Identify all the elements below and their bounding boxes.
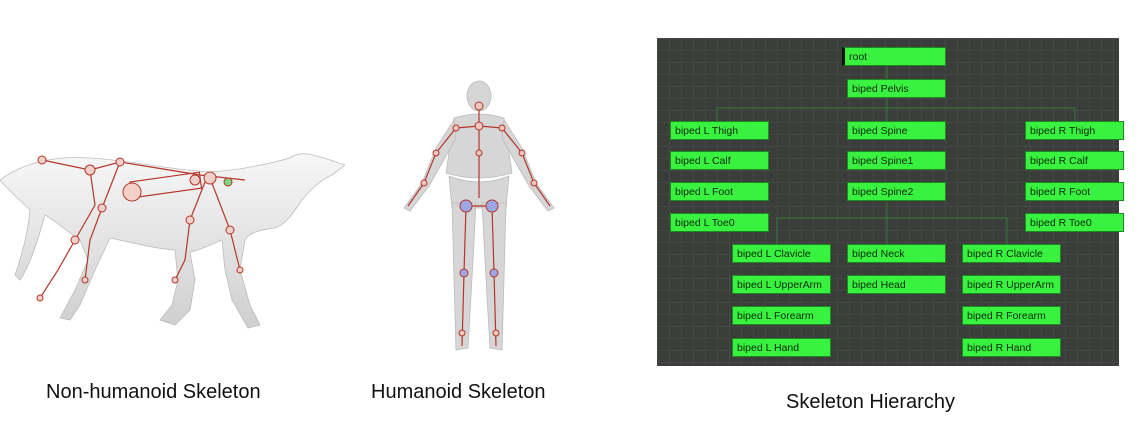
node-spine2[interactable]: biped Spine2 (847, 182, 946, 201)
node-l-clavicle[interactable]: biped L Clavicle (732, 244, 831, 263)
node-r-hand[interactable]: biped R Hand (962, 338, 1061, 357)
caption-hierarchy: Skeleton Hierarchy (786, 391, 955, 413)
horse-skeleton-figure (0, 153, 345, 329)
humanoid-bones (407, 106, 551, 347)
node-r-foot[interactable]: biped R Foot (1025, 182, 1124, 201)
node-l-forearm[interactable]: biped L Forearm (732, 306, 831, 325)
node-l-thigh[interactable]: biped L Thigh (670, 121, 769, 140)
horse-mesh (0, 153, 345, 329)
node-r-calf[interactable]: biped R Calf (1025, 151, 1124, 170)
node-l-hand[interactable]: biped L Hand (732, 338, 831, 357)
node-l-calf[interactable]: biped L Calf (670, 151, 769, 170)
humanoid-joints (420, 101, 538, 337)
node-head[interactable]: biped Head (847, 275, 946, 294)
node-pelvis[interactable]: biped Pelvis (847, 79, 946, 98)
caption-non-humanoid: Non-humanoid Skeleton (46, 381, 261, 403)
node-neck[interactable]: biped Neck (847, 244, 946, 263)
node-spine1[interactable]: biped Spine1 (847, 151, 946, 170)
hierarchy-links (716, 58, 1076, 244)
humanoid-skeleton-figure (403, 80, 555, 351)
node-root[interactable]: root (842, 47, 946, 66)
node-r-clavicle[interactable]: biped R Clavicle (962, 244, 1061, 263)
caption-humanoid: Humanoid Skeleton (371, 381, 546, 403)
node-l-foot[interactable]: biped L Foot (670, 182, 769, 201)
horse-joints (36, 155, 244, 302)
node-spine[interactable]: biped Spine (847, 121, 946, 140)
node-l-upperarm[interactable]: biped L UpperArm (732, 275, 831, 294)
node-r-forearm[interactable]: biped R Forearm (962, 306, 1061, 325)
skeleton-hierarchy-panel: root biped Pelvis biped L Thigh biped L … (657, 38, 1124, 366)
node-r-thigh[interactable]: biped R Thigh (1025, 121, 1124, 140)
node-r-upperarm[interactable]: biped R UpperArm (962, 275, 1061, 294)
node-r-toe0[interactable]: biped R Toe0 (1025, 213, 1124, 232)
node-l-toe0[interactable]: biped L Toe0 (670, 213, 769, 232)
